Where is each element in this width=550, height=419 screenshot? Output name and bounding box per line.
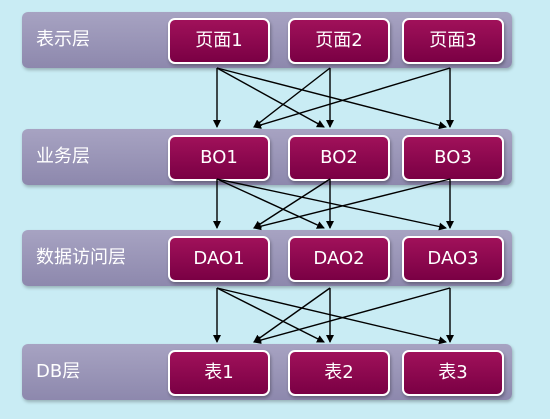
arrow-dao3-table1: [253, 287, 451, 344]
box-table-1: 表1: [168, 350, 270, 396]
layer-band-business: 业务层 BO1 BO2 BO3: [22, 129, 512, 185]
arrow-bo1-dao2: [216, 178, 325, 229]
box-table-3: 表3: [402, 350, 504, 396]
layer-band-database: DB层 表1 表2 表3: [22, 344, 512, 400]
arrow-page1-bo2: [216, 67, 325, 128]
box-page-2: 页面2: [288, 18, 390, 64]
layer-label-business: 业务层: [36, 146, 90, 167]
arrow-page3-bo1: [253, 67, 451, 129]
layer-band-data-access: 数据访问层 DAO1 DAO2 DAO3: [22, 230, 512, 286]
arrow-dao2-table1: [253, 287, 331, 343]
arrow-page2-bo1: [253, 67, 331, 128]
arrow-bo3-dao1: [253, 178, 451, 231]
box-dao-1: DAO1: [168, 236, 270, 282]
box-bo-2: BO2: [288, 135, 390, 181]
box-dao-3: DAO3: [402, 236, 504, 282]
layer-label-database: DB层: [36, 361, 81, 382]
box-bo-3: BO3: [402, 135, 504, 181]
box-bo-1: BO1: [168, 135, 270, 181]
arrow-bo2-dao1: [253, 178, 331, 229]
layer-label-presentation: 表示层: [36, 29, 90, 50]
box-page-3: 页面3: [402, 18, 504, 64]
box-table-2: 表2: [288, 350, 390, 396]
box-page-1: 页面1: [168, 18, 270, 64]
layer-label-data-access: 数据访问层: [36, 247, 126, 268]
box-dao-2: DAO2: [288, 236, 390, 282]
layer-band-presentation: 表示层 页面1 页面2 页面3: [22, 12, 512, 68]
arrow-dao1-table3: [216, 287, 447, 345]
arrow-bo1-dao3: [216, 178, 447, 231]
arrow-dao1-table2: [216, 287, 325, 343]
arrow-page1-bo3: [216, 67, 447, 130]
